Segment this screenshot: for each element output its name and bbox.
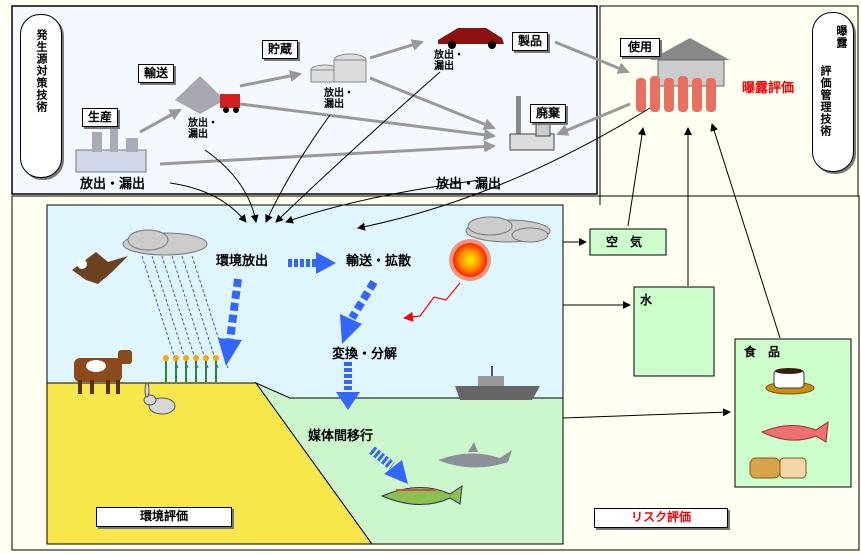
air-box — [589, 228, 667, 256]
release-arrow — [204, 149, 259, 223]
source-panel-title: 発生源対策技術 — [20, 14, 62, 178]
environmental-assessment-label: 環境評価 — [96, 507, 232, 527]
water-area — [254, 381, 564, 545]
cloud-icon — [122, 229, 208, 256]
transport-label: 輸送 — [138, 64, 174, 83]
shark-icon — [438, 442, 512, 468]
factory-icon — [75, 126, 147, 173]
fish-icon — [380, 484, 463, 506]
release-label: 放出・ 漏出 — [324, 88, 354, 110]
release-arrow — [169, 182, 247, 223]
water-label: 水 — [640, 293, 653, 307]
fish-food-icon — [760, 420, 829, 443]
food-label: 食 品 — [744, 345, 781, 359]
coffee-icon — [765, 368, 815, 395]
release-label: 放出・漏出 — [80, 177, 146, 192]
transfer-arrow — [218, 278, 242, 366]
products-label: 製品 — [512, 32, 548, 51]
bread-icon — [749, 457, 807, 479]
food-exposure-arrow — [710, 123, 781, 339]
release-arrow — [275, 71, 441, 223]
flow-arrow — [239, 102, 496, 141]
release-label: 放出・ 漏出 — [434, 50, 464, 72]
air-exposure-arrow — [627, 127, 646, 227]
eagle-icon — [72, 252, 128, 284]
air-label: 空 気 — [606, 235, 643, 249]
flow-arrow — [554, 40, 630, 74]
release-arrow — [285, 179, 481, 224]
release-label: 放出・漏出 — [436, 177, 502, 192]
truck-icon — [175, 76, 240, 114]
flow-arrow — [556, 102, 631, 136]
release-arrow — [357, 107, 651, 231]
flow-arrow — [139, 108, 182, 134]
water-box — [633, 286, 715, 377]
sun-icon — [449, 239, 491, 281]
transport-diffusion-label: 輸送・拡散 — [346, 254, 412, 269]
flow-arrow — [159, 140, 496, 166]
intermedia-transfer-label: 媒体間移行 — [308, 429, 374, 444]
production-label: 生産 — [82, 108, 118, 127]
risk-assessment-label: リスク評価 — [594, 508, 728, 528]
release-arrow — [265, 114, 331, 223]
ship-icon — [455, 366, 540, 400]
flow-arrow — [369, 39, 424, 60]
exposure-panel-title: 曝露 評価管理技術 — [812, 12, 854, 172]
car-icon — [438, 28, 504, 49]
plant-icon — [163, 355, 219, 382]
release-transport-arrow — [288, 252, 336, 274]
cow-icon — [74, 350, 132, 394]
exposure-assessment-label: 曝露評価 — [742, 81, 795, 96]
release-label: 放出・ 漏出 — [188, 118, 218, 140]
conversion-decomposition-label: 変換・分解 — [332, 347, 398, 362]
use-label: 使用 — [620, 38, 660, 57]
people-house-icon — [636, 38, 730, 112]
to-food-arrow — [562, 408, 731, 419]
flow-arrow — [239, 70, 302, 88]
disposal-label: 廃棄 — [530, 104, 566, 123]
flow-arrow — [369, 76, 496, 130]
transport-conversion-arrow — [340, 279, 378, 344]
storage-tanks-icon — [310, 53, 367, 83]
cloud-icon — [465, 216, 551, 243]
intermedia-fish-arrow — [369, 446, 408, 484]
storage-label: 貯蔵 — [262, 40, 298, 59]
conversion-intermedia-arrow — [336, 362, 360, 410]
environmental-release-label: 環境放出 — [216, 254, 269, 269]
rabbit-icon — [143, 382, 176, 415]
sunlight-arrow — [403, 282, 461, 322]
